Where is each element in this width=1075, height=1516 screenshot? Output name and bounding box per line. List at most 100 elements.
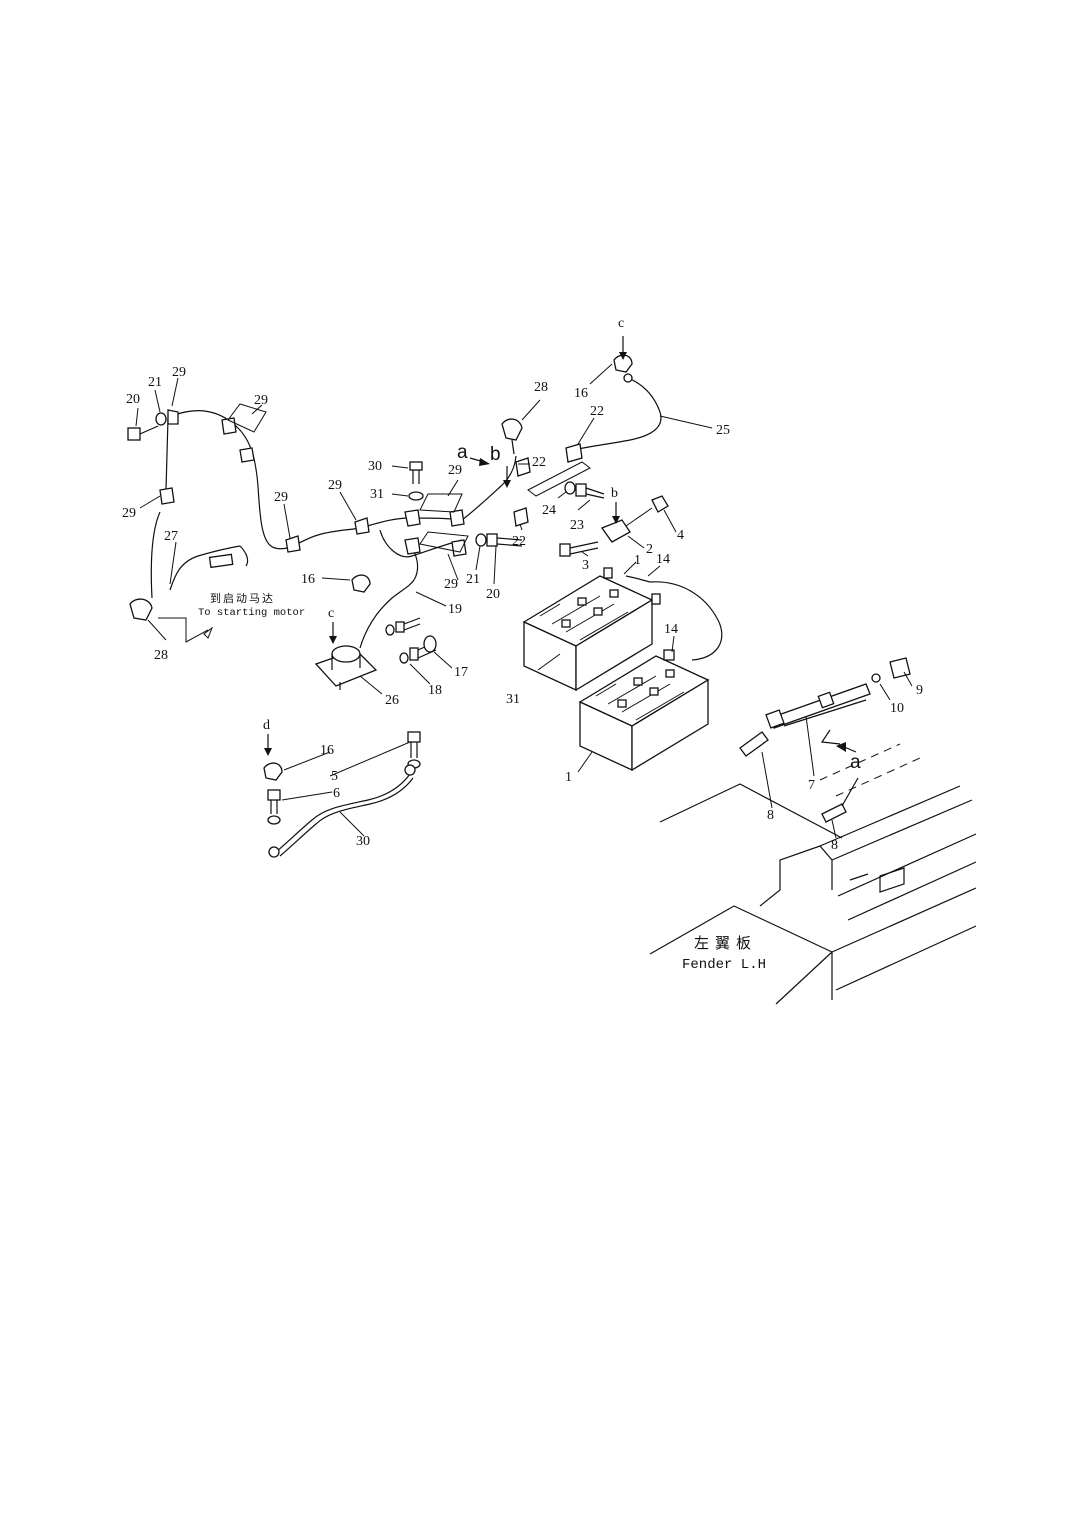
leader-29d: [139, 495, 161, 509]
label-17: 17: [454, 665, 468, 680]
label-9: 9: [916, 683, 923, 698]
leader-16-top: [589, 363, 613, 385]
battery-1-cap-4: [665, 669, 675, 678]
terminal-28-top: [501, 418, 523, 441]
battery-1-cap-3: [649, 687, 659, 696]
leader-6: [281, 791, 333, 801]
battery-1-terminal: [663, 649, 675, 661]
arrow-c-mid-head: [329, 636, 337, 644]
label-29f: 29: [448, 463, 462, 478]
label-22c: 22: [512, 534, 526, 549]
fender-rail-top: [819, 785, 973, 861]
leader-7: [805, 715, 815, 777]
label-31b: 31: [506, 692, 520, 707]
bolt-17-head: [409, 647, 419, 661]
battery-1-cap-2: [633, 677, 643, 686]
terminal-28-stem: [511, 439, 515, 455]
label-1b: 1: [634, 553, 641, 568]
clamp-22b: [513, 507, 529, 527]
callout-b-top: b: [611, 486, 618, 501]
leader-30b: [339, 811, 365, 837]
leader-20b: [493, 545, 497, 585]
leader-21a: [154, 389, 161, 413]
leader-1: [577, 751, 593, 773]
leader-3: [581, 551, 589, 557]
terminal-28-left: [129, 598, 153, 621]
bolt-23-shank: [585, 487, 605, 499]
leader-31: [391, 493, 409, 497]
bolt-20b-head: [486, 533, 498, 547]
bolt-small-shank: [403, 617, 421, 631]
rod-end-8b: [821, 803, 847, 823]
label-31a: 31: [370, 487, 384, 502]
leader-29f: [339, 491, 357, 521]
battery-31-cap-2: [577, 597, 587, 606]
label-5: 5: [331, 769, 338, 784]
callout-d: d: [263, 718, 270, 733]
fender-mark: [849, 873, 869, 881]
cable-30-eye-b: [404, 764, 416, 776]
rod-7-clamp: [765, 709, 785, 729]
battery-31-cap-3: [593, 607, 603, 616]
reference-arrows: [264, 336, 857, 756]
arrow-a-link: [820, 729, 841, 745]
callout-b-mid: b: [490, 444, 501, 465]
fender-leader: [659, 783, 843, 839]
leader-28b: [147, 619, 167, 641]
battery-1-cap-1: [617, 699, 627, 708]
label-3: 3: [582, 558, 589, 573]
label-8a: 8: [767, 808, 774, 823]
cable-25: [573, 377, 662, 451]
label-29g: 29: [444, 577, 458, 592]
label-21a: 21: [148, 375, 162, 390]
leader-17: [433, 651, 453, 669]
label-30b: 30: [356, 834, 370, 849]
label-28a: 28: [534, 380, 548, 395]
rod-7-clamp-b: [817, 691, 835, 709]
leader-29a: [171, 377, 179, 407]
rod-assembly: [739, 683, 871, 823]
part-9: [889, 657, 911, 679]
bolt-20-shank: [139, 425, 159, 435]
label-4: 4: [677, 528, 684, 543]
relay-26-body: [331, 654, 361, 670]
label-30a: 30: [368, 459, 382, 474]
leader-2: [627, 535, 645, 549]
battery-31-side: [575, 598, 653, 692]
washer-18: [399, 652, 409, 664]
label-24: 24: [542, 503, 556, 518]
cap-16-top: [613, 354, 633, 373]
label-16b: 16: [301, 572, 315, 587]
label-1: 1: [565, 770, 572, 785]
cable-30-eye-a: [268, 846, 280, 858]
cable-27-end: [239, 545, 249, 567]
bolt-line-4: [625, 507, 653, 527]
battery-31-cap-1: [561, 619, 571, 628]
small-parts: [127, 354, 911, 858]
leader-22c: [519, 523, 523, 531]
fender-bracket: [759, 845, 833, 907]
leader-30: [391, 465, 409, 469]
battery-31-terminal-pos: [603, 567, 613, 579]
callout-c-mid: c: [328, 606, 334, 621]
arrow-c-top-head: [619, 352, 627, 360]
cable-19: [359, 579, 415, 649]
label-22a: 22: [590, 404, 604, 419]
fender-rail-mid: [837, 833, 977, 921]
battery-1-cells: [595, 675, 685, 721]
clamp-29a: [167, 409, 179, 425]
cap-16-mid: [351, 574, 371, 593]
battery-31-cells: [539, 595, 629, 641]
washer-6: [267, 815, 281, 825]
battery-1: [578, 649, 710, 772]
clamp-29i: [404, 537, 421, 555]
note-fender-en: Fender L.H: [682, 957, 766, 973]
leader-29h: [447, 553, 459, 581]
rod-7: [769, 683, 871, 729]
clamp-22a: [515, 457, 531, 477]
leader-23: [577, 499, 591, 511]
clamp-29g: [404, 509, 421, 527]
fender-slot: [879, 867, 905, 893]
fender-dashes: [819, 743, 921, 797]
leader-29b: [251, 404, 263, 415]
